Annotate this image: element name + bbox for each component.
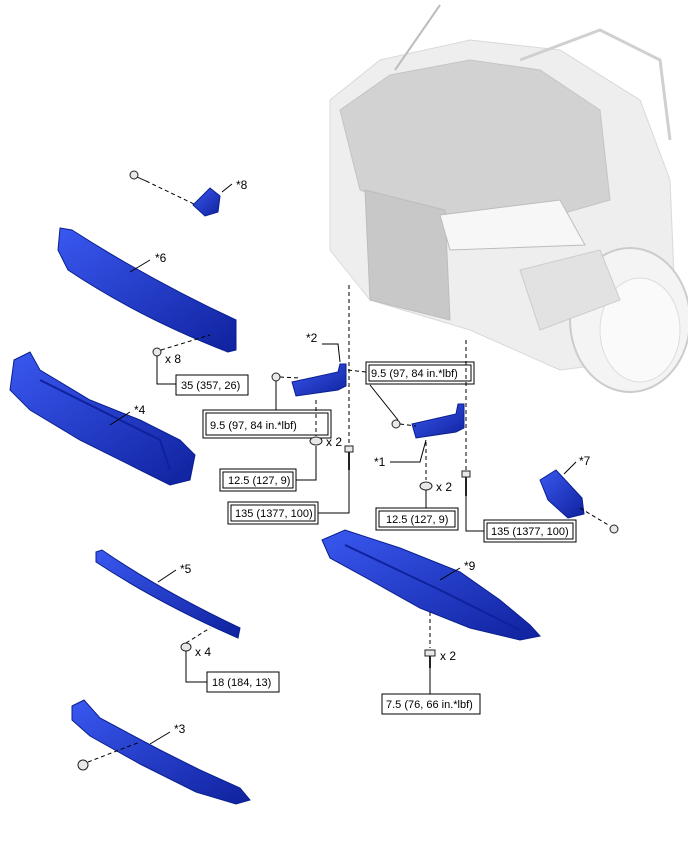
qty-x2-bottom: x 2 bbox=[440, 649, 456, 663]
torque-12-5-left: 12.5 (127, 9) bbox=[228, 475, 290, 487]
part-2-bracket bbox=[291, 363, 347, 397]
clip-icon bbox=[77, 759, 89, 771]
torque-18: 18 (184, 13) bbox=[212, 677, 271, 689]
qty-x2-left: x 2 bbox=[326, 435, 342, 449]
part-6-bumper-reinforcement bbox=[57, 227, 237, 353]
callout-4: *4 bbox=[134, 403, 146, 417]
bolt-icon bbox=[344, 445, 354, 470]
callout-5: *5 bbox=[180, 562, 192, 576]
bolt-icon bbox=[152, 347, 162, 357]
part-7-bracket bbox=[539, 469, 585, 519]
nut-icon bbox=[309, 436, 323, 446]
callout-3: *3 bbox=[174, 722, 186, 736]
bolt-icon bbox=[180, 642, 192, 652]
torque-135-right: 135 (1377, 100) bbox=[491, 526, 569, 538]
callout-9: *9 bbox=[464, 559, 476, 573]
bolt-icon bbox=[424, 649, 436, 668]
qty-x2-right: x 2 bbox=[436, 480, 452, 494]
bolt-icon bbox=[461, 470, 471, 496]
callout-7: *7 bbox=[579, 454, 591, 468]
vehicle-front bbox=[329, 4, 688, 393]
callout-1: *1 bbox=[374, 455, 386, 469]
qty-x8: x 8 bbox=[165, 352, 181, 366]
callout-2: *2 bbox=[306, 331, 318, 345]
torque-7-5: 7.5 (76, 66 in.*lbf) bbox=[386, 699, 473, 711]
part-5-lower-reinforcement bbox=[95, 549, 241, 639]
part-8-bracket bbox=[192, 187, 221, 217]
torque-35: 35 (357, 26) bbox=[181, 380, 240, 392]
qty-x4: x 4 bbox=[195, 645, 211, 659]
callout-8: *8 bbox=[236, 178, 248, 192]
bolt-icon bbox=[609, 524, 619, 534]
part-4-energy-absorber bbox=[9, 351, 196, 486]
bolt-icon bbox=[271, 372, 281, 382]
part-9-under-cover bbox=[321, 529, 541, 641]
part-1-bracket bbox=[411, 403, 465, 439]
part-3-lower-absorber bbox=[71, 699, 251, 805]
torque-9-5-left: 9.5 (97, 84 in.*lbf) bbox=[210, 420, 297, 432]
nut-icon bbox=[419, 481, 433, 491]
torque-9-5-right: 9.5 (97, 84 in.*lbf) bbox=[371, 368, 458, 380]
torque-12-5-right: 12.5 (127, 9) bbox=[386, 514, 448, 526]
torque-135-left: 135 (1377, 100) bbox=[235, 508, 313, 520]
callout-6: *6 bbox=[155, 251, 167, 265]
bolt-icon bbox=[391, 419, 401, 429]
bolt-icon bbox=[129, 170, 147, 182]
